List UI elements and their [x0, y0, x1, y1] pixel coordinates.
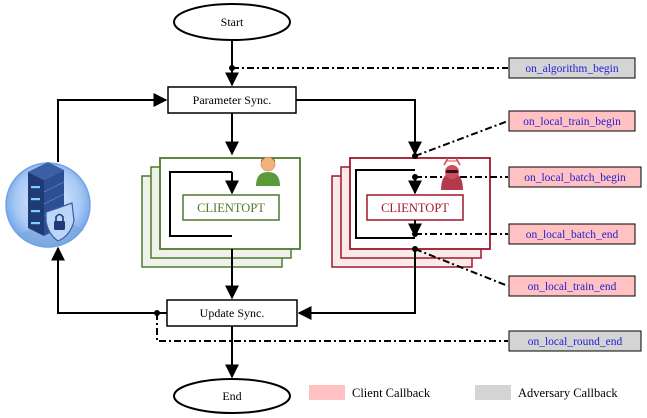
connector-on-local-round-end: [156, 313, 508, 342]
benign-training-loop: [169, 171, 239, 237]
parameter-sync-label: Parameter Sync.: [193, 93, 272, 107]
legend-client-callback-label: Client Callback: [352, 386, 431, 400]
benign-clientopt-box: [182, 194, 280, 221]
legend-client-swatch: [309, 385, 345, 400]
callback-on-local-batch-begin-label: on_local_batch_begin: [524, 172, 626, 184]
callback-on-local-train-end-label: on_local_train_end: [528, 281, 617, 293]
parameter-sync-box: Parameter Sync.: [167, 86, 297, 114]
end-node: End: [173, 378, 291, 414]
legend: Client Callback Adversary Callback: [309, 385, 618, 400]
callback-on-algorithm-begin-label: on_algorithm_begin: [525, 63, 619, 75]
hacker-icon: [441, 157, 463, 190]
end-label: End: [222, 389, 241, 403]
callback-on-local-round-end-label: on_local_round_end: [528, 336, 623, 348]
adversary-clientopt-label: CLIENTOPT: [381, 201, 449, 215]
start-node: Start: [173, 3, 291, 41]
callback-on-local-round-end: on_local_round_end: [508, 330, 642, 352]
legend-adversary-callback-label: Adversary Callback: [518, 386, 618, 400]
callback-on-local-train-end: on_local_train_end: [508, 275, 636, 297]
callback-on-local-train-begin-label: on_local_train_begin: [523, 116, 621, 128]
callback-on-local-train-begin: on_local_train_begin: [508, 110, 636, 132]
connector-on-local-train-end: [414, 248, 509, 287]
start-label: Start: [221, 15, 244, 29]
callback-on-algorithm-begin: on_algorithm_begin: [508, 57, 636, 79]
flow-arrows: [51, 40, 422, 379]
connector-on-local-train-begin: [414, 120, 509, 157]
update-sync-label: Update Sync.: [200, 306, 265, 320]
adversary-clientopt-box: [366, 194, 464, 221]
benign-clientopt-label: CLIENTOPT: [197, 201, 265, 215]
server-shield-lock-icon: [5, 162, 91, 248]
update-sync-box: Update Sync.: [166, 299, 298, 327]
benign-client-stack: CLIENTOPT: [141, 157, 301, 268]
user-icon: [256, 156, 280, 186]
legend-adversary-swatch: [475, 385, 511, 400]
callback-connectors: [156, 67, 509, 342]
callback-junction-dots: [154, 65, 418, 316]
callback-on-local-batch-end-label: on_local_batch_end: [526, 229, 619, 241]
callback-on-local-batch-begin: on_local_batch_begin: [508, 166, 642, 188]
callback-on-local-batch-end: on_local_batch_end: [508, 223, 636, 245]
